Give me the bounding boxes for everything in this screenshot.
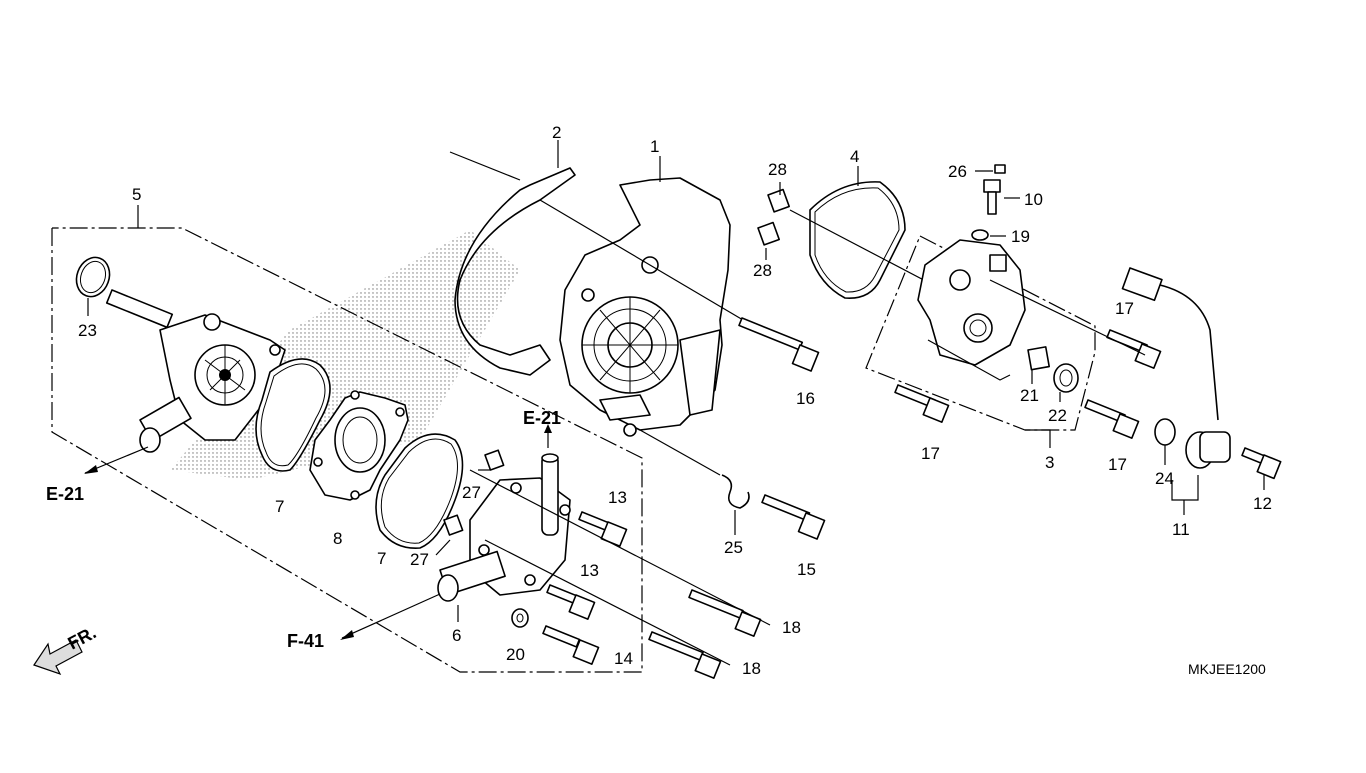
plate-8 — [309, 390, 409, 501]
o-ring-24 — [1154, 418, 1176, 465]
callout-14: 14 — [614, 649, 633, 668]
callout-20: 20 — [506, 645, 525, 664]
callout-21: 21 — [1020, 386, 1039, 405]
callout-16: 16 — [796, 389, 815, 408]
cap-26 — [975, 164, 1006, 174]
callout-12: 12 — [1253, 494, 1272, 513]
gasket-7-left — [255, 358, 331, 472]
callout-2: 2 — [552, 123, 561, 142]
assembly-frame-3 — [865, 235, 1096, 448]
dowel-pins-27 — [435, 449, 505, 556]
sensor-10 — [983, 179, 1020, 215]
callout-28-upper: 28 — [768, 160, 787, 179]
bolt-17-top — [1106, 329, 1162, 369]
callout-17-right: 17 — [1108, 455, 1127, 474]
bolt-18-upper — [688, 589, 762, 637]
gasket-4 — [809, 166, 906, 299]
clamp-25 — [639, 429, 750, 535]
callout-7-right: 7 — [377, 549, 386, 568]
water-pump-5 — [105, 289, 286, 453]
callout-19: 19 — [1011, 227, 1030, 246]
ref-f41: F-41 — [287, 631, 324, 651]
bolt-12 — [1241, 447, 1282, 490]
callout-27-upper: 27 — [462, 483, 481, 502]
callout-23: 23 — [78, 321, 97, 340]
bolt-16 — [738, 317, 820, 372]
callout-22: 22 — [1048, 406, 1067, 425]
o-ring-19 — [971, 229, 1006, 241]
callout-5: 5 — [132, 185, 141, 204]
ref-e21-left: E-21 — [46, 484, 84, 504]
ref-e21-top: E-21 — [523, 408, 561, 428]
front-arrow-icon — [33, 639, 83, 676]
bearing-21 — [1027, 346, 1050, 384]
callout-25: 25 — [724, 538, 743, 557]
bolt-17-left — [894, 384, 950, 423]
housing-3 — [917, 239, 1026, 381]
callout-18-upper: 18 — [782, 618, 801, 637]
seal-22 — [1053, 363, 1079, 402]
callout-17-top: 17 — [1115, 299, 1134, 318]
callout-13-lower: 13 — [580, 561, 599, 580]
callout-24: 24 — [1155, 469, 1174, 488]
callout-1: 1 — [650, 137, 659, 156]
callout-3: 3 — [1045, 453, 1054, 472]
diagram-code: MKJEE1200 — [1188, 661, 1266, 677]
callout-10: 10 — [1024, 190, 1043, 209]
generator-cover-1 — [539, 156, 761, 437]
o-ring-23 — [75, 256, 111, 316]
callout-27-lower: 27 — [410, 550, 429, 569]
callout-11: 11 — [1172, 520, 1190, 539]
sensor-11 — [1121, 267, 1231, 515]
arrow-f41 — [340, 593, 441, 640]
bolt-13-lower — [546, 584, 596, 620]
arrow-e21-top — [544, 424, 552, 448]
gasket-7-right — [375, 433, 464, 549]
callout-4: 4 — [850, 147, 859, 166]
callout-28-lower: 28 — [753, 261, 772, 280]
washer-20 — [511, 608, 529, 628]
callout-7-left: 7 — [275, 497, 284, 516]
gasket-2 — [454, 140, 576, 376]
callout-17-left: 17 — [921, 444, 940, 463]
bolts-lower — [469, 469, 771, 679]
bolt-18-lower — [648, 631, 722, 679]
bolt-15 — [761, 494, 826, 540]
arrow-e21-left — [84, 446, 149, 474]
callout-6: 6 — [452, 626, 461, 645]
bolt-14 — [542, 625, 600, 665]
callout-26: 26 — [948, 162, 967, 181]
bolt-13-upper — [578, 511, 628, 547]
callout-15: 15 — [797, 560, 816, 579]
callout-13-upper: 13 — [608, 488, 627, 507]
assembly-frame-5 — [51, 205, 643, 673]
bolt-17-right — [1084, 399, 1140, 439]
callout-8: 8 — [333, 529, 342, 548]
callout-18-lower: 18 — [742, 659, 761, 678]
pump-cover-6 — [437, 453, 571, 622]
